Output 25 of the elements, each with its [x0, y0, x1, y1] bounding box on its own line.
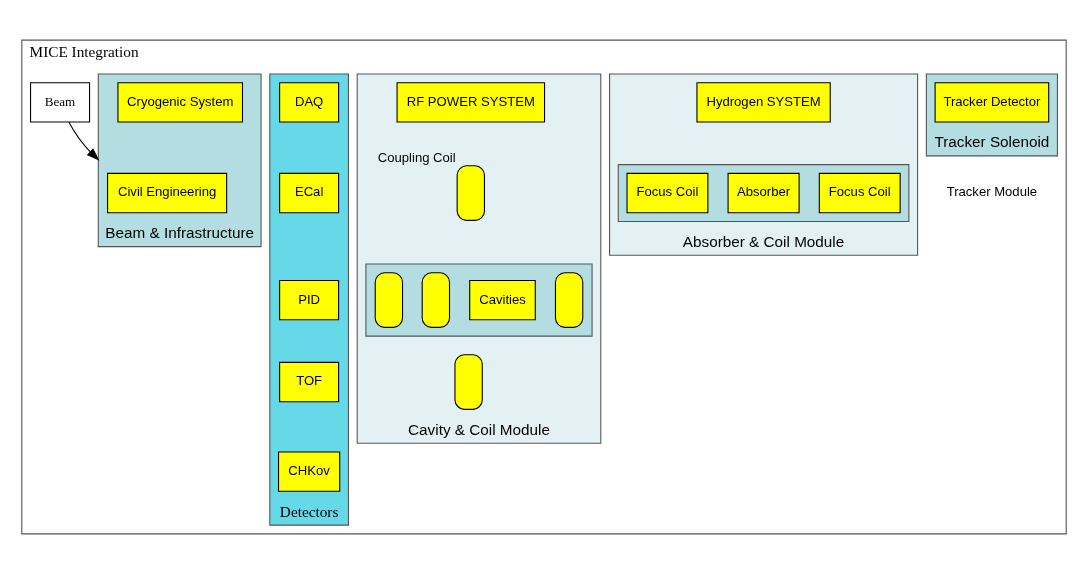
node-bar — [456, 165, 485, 221]
node-box: Cavities — [469, 279, 536, 321]
node-bar — [554, 272, 584, 328]
node-box: Absorber — [727, 172, 800, 214]
cluster — [617, 164, 910, 222]
node-box: Focus Coil — [626, 172, 709, 214]
node-box: Focus Coil — [818, 172, 901, 214]
node-box: Cryogenic System — [117, 82, 244, 123]
cluster — [365, 263, 593, 337]
node-box: Hydrogen SYSTEM — [696, 82, 831, 123]
node-label: Coupling Coil — [377, 150, 456, 166]
node-bar — [421, 272, 451, 328]
node-box: Civil Engineering — [107, 172, 228, 214]
node-box: TOF — [279, 361, 340, 403]
node-box: RF POWER SYSTEM — [396, 82, 546, 123]
node-box: PID — [279, 279, 340, 321]
node-box: Beam — [30, 82, 91, 123]
label: Tracker Module — [946, 184, 1038, 200]
node-box: ECal — [279, 172, 340, 214]
node-bar — [454, 354, 483, 410]
arrow — [68, 121, 100, 161]
node-box: DAQ — [279, 82, 340, 123]
node-bar — [374, 272, 404, 328]
node-box: CHKov — [278, 451, 341, 492]
node-box: Tracker Detector — [934, 82, 1050, 123]
